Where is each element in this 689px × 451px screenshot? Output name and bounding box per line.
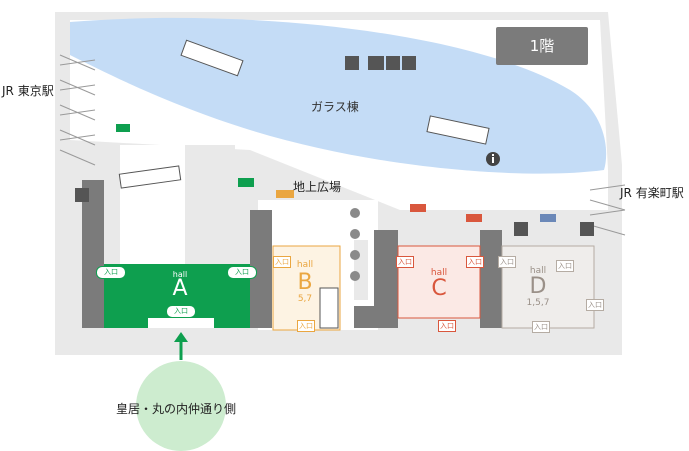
hall-sign [540,214,556,222]
exit-sign-icon [238,178,254,187]
floor-badge-label: 1階 [529,37,555,55]
wall-a-right [250,210,272,328]
hall-c-letter: C [431,276,447,301]
glass-building-label: ガラス棟 [311,100,359,114]
escalator-icon [514,222,528,236]
hall-c-entrance-bottom[interactable]: 入口 [438,320,456,332]
hall-b-entrance-bottom[interactable]: 入口 [297,320,315,332]
hall-b-entrance-top[interactable]: 入口 [273,256,291,268]
hall-sign [276,190,294,198]
wall-bc [354,306,376,328]
yurakucho-station-label: JR 有楽町駅 [620,186,684,200]
hall-a-entrance-left[interactable]: 入口 [96,266,126,279]
yurakucho-station-lines [589,184,626,236]
wall-c-left [374,230,398,328]
tokyo-station-label: JR 東京駅 [2,84,54,98]
elevator-icon [345,56,359,70]
escalator-icon [118,39,490,329]
hall-d-letter: D [529,274,547,299]
hall-b-floors: 5,7 [297,294,313,304]
restroom-icon [368,56,384,70]
approach-circle [136,361,226,451]
hall-c-entrance-right[interactable]: 入口 [466,256,484,268]
wall-cd [480,230,502,328]
escalator-icon [580,222,594,236]
wall-left [82,180,104,328]
hall-a-word: hall [172,270,188,279]
hall-d-box [501,245,595,329]
approach-label: 皇居・丸の内仲通り側 [116,402,237,416]
hall-b-word: hall [296,260,314,270]
hall-a-entrance-front[interactable]: 入口 [166,305,196,318]
exit-sign-icon [116,124,130,132]
elevator-icon [75,188,89,202]
hall-c-word: hall [430,268,448,278]
hall-a-entrance-right[interactable]: 入口 [227,266,257,279]
hall-c-entrance-left[interactable]: 入口 [396,256,414,268]
approach-arrow-head [174,332,188,342]
hall-d-entrance-right[interactable]: 入口 [586,299,604,311]
hall-a-letter: A [172,276,188,301]
hall-d-floors: 1,5,7 [526,298,550,308]
hall-d-word: hall [529,266,547,276]
tokyo-station-lines [59,54,96,166]
hall-a-front [148,318,214,328]
hall-d-entrance-top[interactable]: 入口 [556,260,574,272]
baby-icon [402,56,416,70]
columns [350,208,360,281]
floor-badge [496,27,588,65]
hall-sign [410,204,426,212]
plaza-label: 地上広場 [293,180,342,194]
hall-d-entrance-left[interactable]: 入口 [498,256,516,268]
wheelchair-icon [386,56,400,70]
hall-d-entrance-bottom[interactable]: 入口 [532,321,550,333]
hall-sign [466,214,482,222]
hall-b-letter: B [297,270,313,295]
